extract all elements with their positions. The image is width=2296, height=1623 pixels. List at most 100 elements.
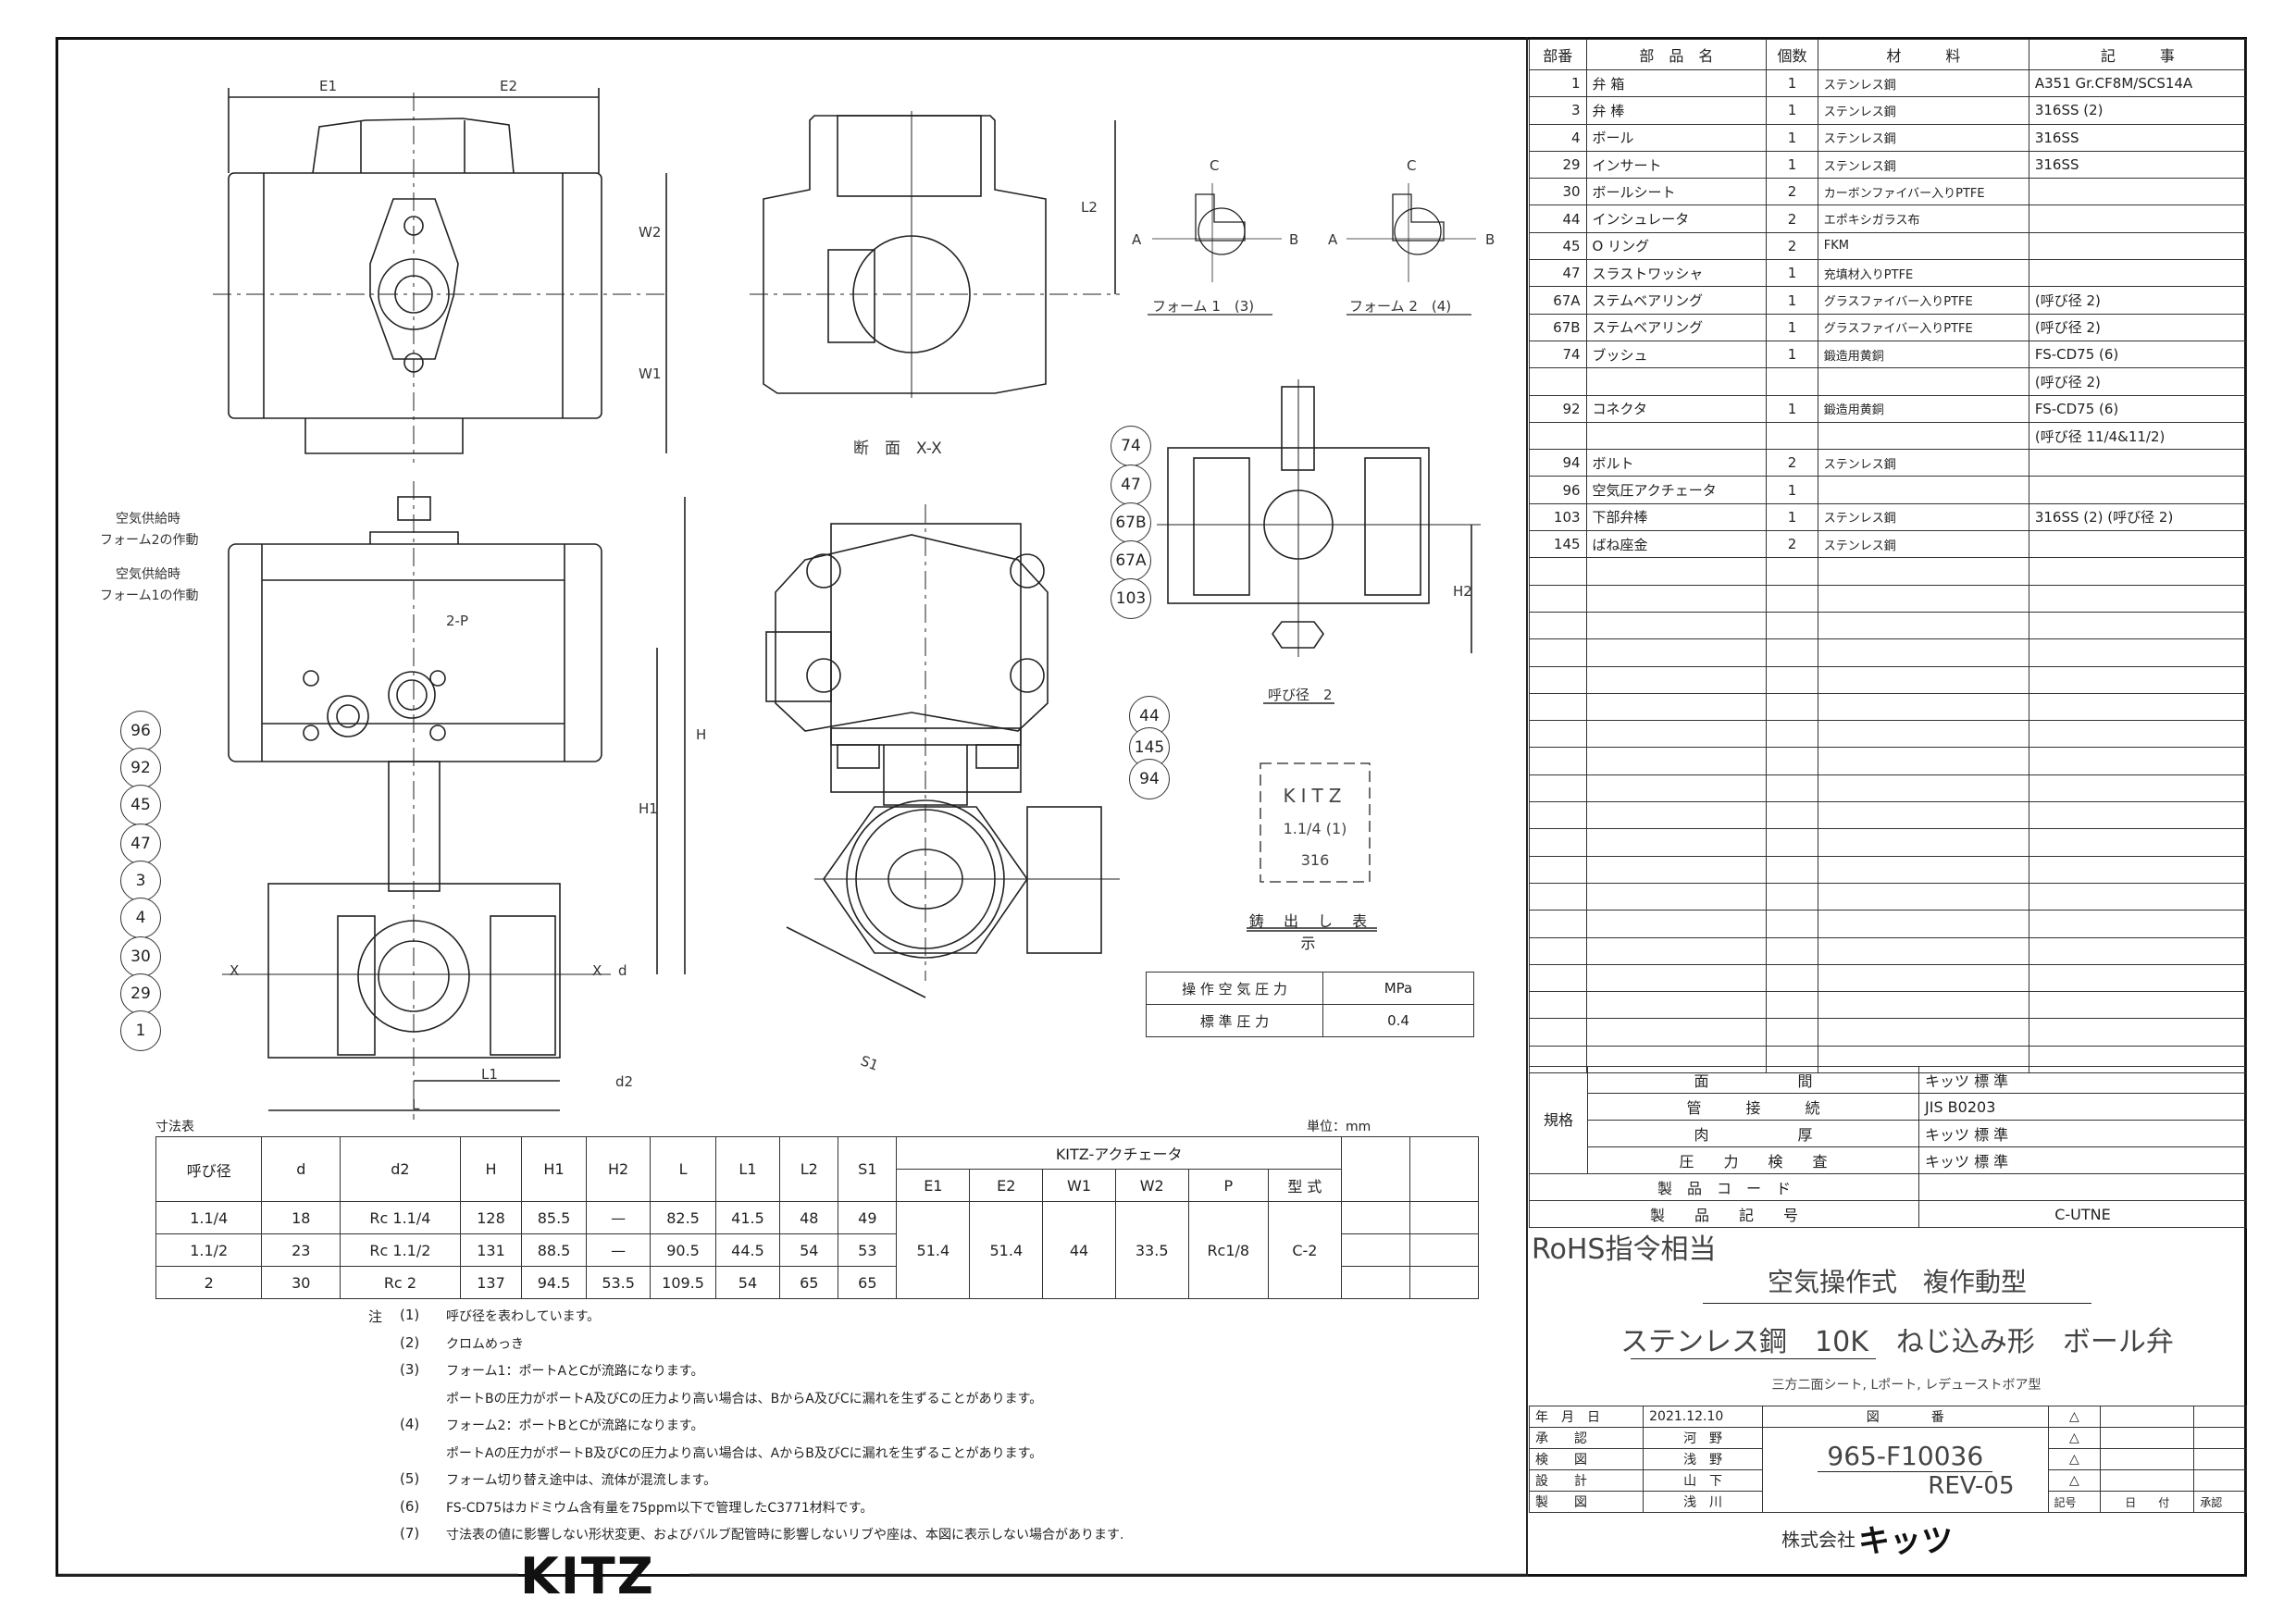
- drawing-number: 965-F10036: [1818, 1441, 1993, 1472]
- port-2p-label: 2-P: [446, 613, 469, 629]
- drawing-no-label: 図 番: [1762, 1406, 2049, 1428]
- dim-w2: W2: [639, 224, 662, 241]
- spec-value: JIS B0203: [1918, 1093, 2247, 1121]
- part-number: 47: [1529, 259, 1587, 288]
- parts-row-empty: [1529, 774, 2248, 803]
- spec-label: 肉 厚: [1587, 1120, 1919, 1147]
- part-balloon: 103: [1111, 578, 1151, 619]
- dim-cell: Rc 2: [340, 1266, 461, 1299]
- dim-cell: 94.5: [521, 1266, 587, 1299]
- header-part-name: 部 品 名: [1585, 39, 1768, 70]
- part-qty: 1: [1766, 123, 1818, 152]
- part-name: [1585, 367, 1768, 396]
- product-code-label: 製 品 コ ー ド: [1529, 1173, 1919, 1201]
- part-balloon: 67B: [1111, 502, 1151, 543]
- checked-label: 検 図: [1528, 1448, 1644, 1470]
- parts-row-empty: [1529, 692, 2248, 722]
- part-number: 67B: [1529, 313, 1587, 341]
- parts-row-empty: [1529, 991, 2248, 1020]
- rev-col-approval: 承認: [2193, 1491, 2247, 1513]
- part-material: ステンレス鋼: [1817, 150, 2029, 180]
- parts-row: (呼び径 11/4&11/2): [1529, 421, 2248, 451]
- part-qty: 2: [1766, 449, 1818, 477]
- note-text: フォーム1：ポートAとCが流路になります。: [446, 1364, 704, 1379]
- title-line2: ステンレス鋼 10K ねじ込み形 ボール弁: [1620, 1326, 2174, 1358]
- spec-table: 規格 面 間 キッツ 標 準 管 接 続 JIS B0203 肉 厚 キッツ 標…: [1529, 1066, 2247, 1228]
- part-material: [1817, 421, 2029, 451]
- pressure-unit: MPa: [1322, 972, 1474, 1005]
- part-material: グラスファイバー入りPTFE: [1817, 286, 2029, 315]
- actuator-group-header: KITZ-アクチェータ: [896, 1136, 1342, 1170]
- part-material: [1817, 476, 2029, 504]
- part-material: ステンレス鋼: [1817, 123, 2029, 152]
- dim-row: 2 30 Rc 2 137 94.5 53.5 109.5 54 65 65: [155, 1266, 1480, 1299]
- part-number: 67A: [1529, 286, 1587, 315]
- part-material: [1817, 367, 2029, 396]
- air-form1-line2: フォーム1の作動: [100, 588, 199, 603]
- dim-cell: 44.5: [714, 1233, 781, 1267]
- part-number: [1529, 421, 1587, 451]
- air-form1-line1: 空気供給時: [116, 567, 180, 582]
- section-mark-x-right: X: [592, 962, 602, 979]
- parts-row-empty: [1529, 1018, 2248, 1047]
- part-material: 鍛造用黄銅: [1817, 340, 2029, 369]
- dim-cell: 30: [261, 1266, 341, 1299]
- part-qty: 1: [1766, 68, 1818, 98]
- dim-cell-e1: 51.4: [896, 1201, 971, 1299]
- part-number: 94: [1529, 449, 1587, 477]
- part-remarks: FS-CD75 (6): [2028, 394, 2248, 423]
- dim-h: H: [696, 726, 707, 743]
- pressure-header: 操 作 空 気 圧 力: [1146, 972, 1323, 1005]
- dim-cell-w1: 44: [1042, 1201, 1116, 1299]
- parts-row-empty: [1529, 936, 2248, 965]
- dim-cell: 128: [459, 1201, 523, 1234]
- title-line1: 空気操作式 複作動型: [1703, 1262, 2091, 1304]
- note-text: フォーム切り替え途中は、流体が混流します。: [446, 1473, 717, 1488]
- header-remarks: 記 事: [2028, 39, 2248, 70]
- dim-header: H: [459, 1136, 523, 1202]
- dim-cell-p: Rc1/8: [1187, 1201, 1269, 1299]
- dim-header: d: [261, 1136, 341, 1202]
- port-b-label: B: [1289, 231, 1299, 248]
- dim-header: L2: [779, 1136, 839, 1202]
- rev-triangle: △: [2047, 1427, 2102, 1449]
- part-remarks: (呼び径 2): [2028, 367, 2248, 396]
- rev-triangle: △: [2047, 1406, 2102, 1428]
- notes-prefix: 注: [368, 1308, 383, 1325]
- part-material: エポキシガラス布: [1817, 204, 2029, 233]
- dim-header: H2: [585, 1136, 652, 1202]
- part-material: 充填材入りPTFE: [1817, 259, 2029, 288]
- kitz-logo: KITZ: [520, 1547, 655, 1605]
- part-balloon: 47: [1111, 465, 1151, 505]
- part-material: ステンレス鋼: [1817, 502, 2029, 532]
- port-a-label-2: A: [1328, 231, 1338, 248]
- dim-header: L: [650, 1136, 716, 1202]
- rev-col-date: 日 付: [2100, 1491, 2195, 1513]
- dim-cell: 109.5: [650, 1266, 716, 1299]
- size2-label: 呼び径 2: [1268, 687, 1333, 703]
- part-number: 96: [1529, 476, 1587, 504]
- part-qty: 2: [1766, 204, 1818, 233]
- dim-cell: Rc 1.1/2: [340, 1233, 461, 1267]
- part-number: 29: [1529, 150, 1587, 180]
- header-material: 材 料: [1817, 39, 2029, 70]
- dim-cell: 88.5: [521, 1233, 587, 1267]
- dim-cell: Rc 1.1/4: [340, 1201, 461, 1234]
- dim-header: d2: [340, 1136, 461, 1202]
- part-name: [1585, 421, 1768, 451]
- part-name: ボール: [1585, 123, 1768, 152]
- section-view-top: [750, 111, 1120, 398]
- dim-cell: —: [585, 1201, 652, 1234]
- approved-label: 承 認: [1528, 1427, 1644, 1449]
- dim-cell: 65: [838, 1266, 898, 1299]
- rev-triangle: △: [2047, 1448, 2102, 1470]
- part-qty: 2: [1766, 178, 1818, 206]
- rev-col-symbol: 記号: [2047, 1491, 2102, 1513]
- part-name: ばね座金: [1585, 530, 1768, 559]
- dim-header: 呼び径: [155, 1136, 263, 1202]
- part-qty: 1: [1766, 286, 1818, 315]
- actuator-front-view: [222, 481, 686, 1120]
